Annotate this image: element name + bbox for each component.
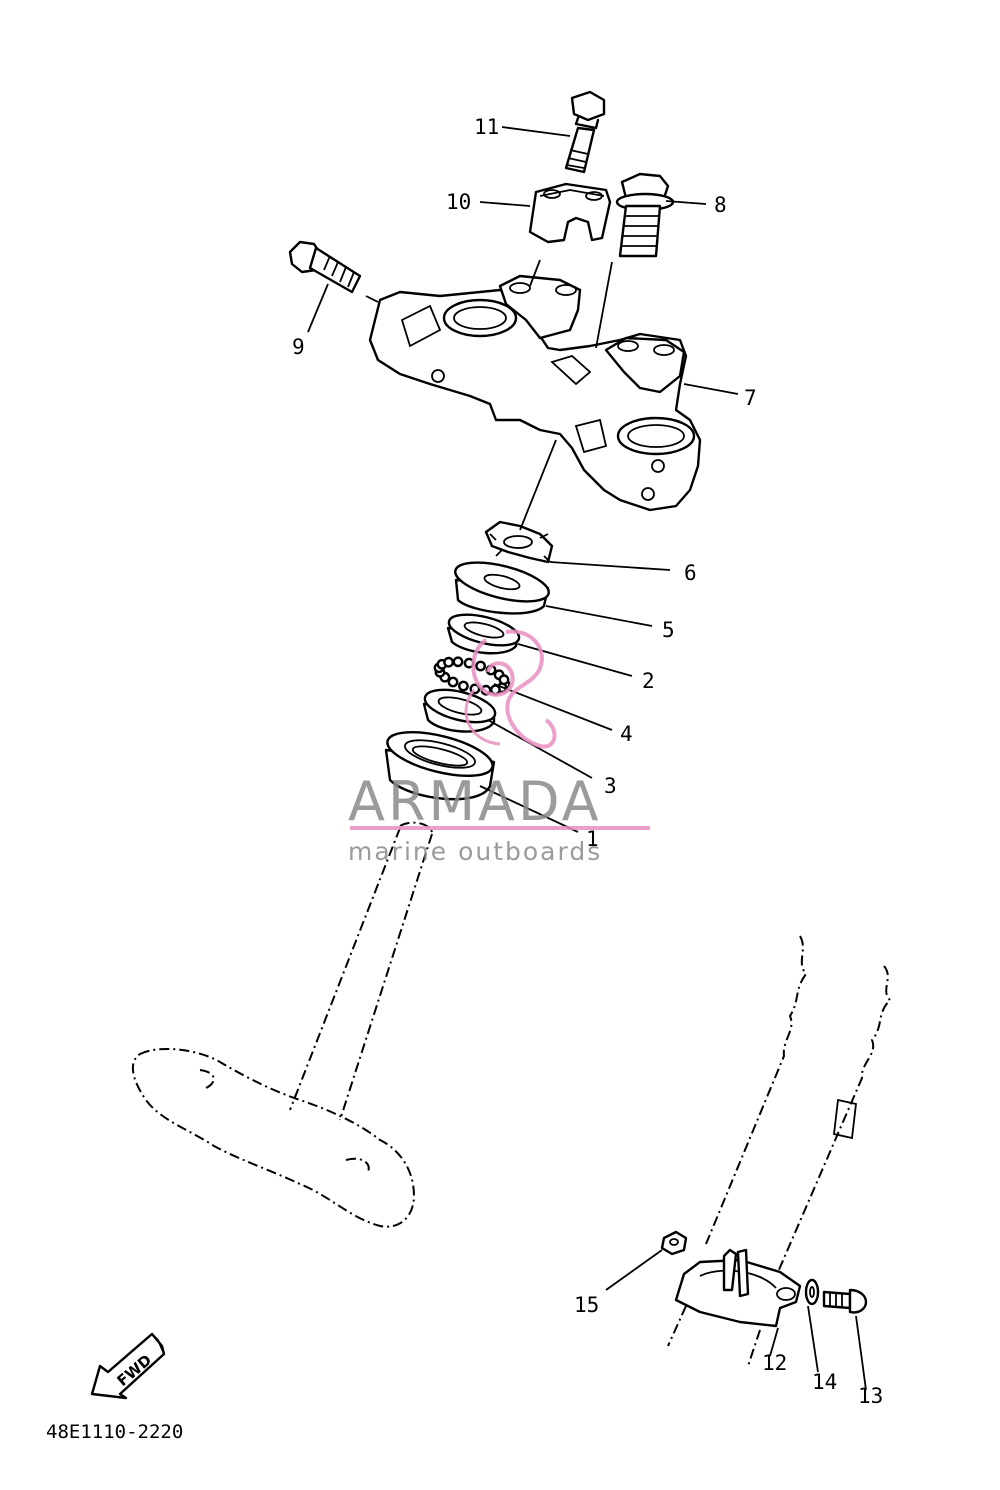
ball-bearings-4[interactable]: [433, 656, 511, 696]
fork-tubes-phantom: [667, 935, 892, 1367]
callout-5: 5: [662, 618, 675, 642]
diagram-code: 48E1110-2220: [46, 1421, 183, 1443]
bearing-race-3[interactable]: [422, 684, 499, 733]
callout-10: 10: [446, 190, 471, 214]
crown-bolt-8[interactable]: [615, 172, 675, 258]
oil-seal-1[interactable]: [383, 723, 497, 801]
ring-nut-6[interactable]: [484, 520, 554, 564]
watermark-brand: ARMADA: [348, 770, 602, 833]
cable-guide-12[interactable]: [674, 1248, 802, 1328]
callout-1: 1: [586, 827, 599, 851]
bearing-race-2[interactable]: [446, 609, 522, 655]
bearing-ball: [475, 660, 486, 672]
callout-2: 2: [642, 669, 655, 693]
washer-14[interactable]: [804, 1278, 820, 1306]
callout-8: 8: [714, 193, 727, 217]
callout-15: 15: [574, 1293, 599, 1317]
armada-watermark: ARMADA marine outboards: [348, 629, 650, 866]
armada-emblem-icon: [464, 629, 557, 749]
callout-9: 9: [292, 335, 305, 359]
watermark-tagline: marine outboards: [348, 837, 602, 866]
nut-15[interactable]: [660, 1230, 688, 1256]
bearing-ball: [498, 674, 510, 686]
forward-direction-arrow: FWD: [90, 1332, 166, 1400]
bearing-ball: [447, 676, 459, 688]
bearing-ball: [443, 656, 454, 668]
washer-5[interactable]: [452, 555, 553, 615]
callout-14: 14: [812, 1370, 837, 1394]
callout-7: 7: [744, 386, 757, 410]
upper-bracket-7[interactable]: [368, 274, 702, 512]
handlebar-clamp-10[interactable]: [528, 182, 612, 244]
bolt-11[interactable]: [564, 90, 606, 174]
watermark-rule: [350, 826, 650, 830]
screw-13[interactable]: [822, 1288, 868, 1314]
bearing-ball: [452, 656, 464, 668]
callout-12: 12: [762, 1351, 787, 1375]
callout-11: 11: [474, 115, 499, 139]
callout-6: 6: [684, 561, 697, 585]
callout-4: 4: [620, 722, 633, 746]
callout-13: 13: [858, 1384, 883, 1408]
pinch-bolt-9[interactable]: [288, 240, 362, 294]
steering-stem-phantom: [131, 821, 433, 1228]
callout-3: 3: [604, 774, 617, 798]
bearing-ball: [457, 680, 469, 692]
callout-labels: 11 10 8 9 7 6 5 2 4 3 1 15 12 14 13: [292, 115, 883, 1408]
